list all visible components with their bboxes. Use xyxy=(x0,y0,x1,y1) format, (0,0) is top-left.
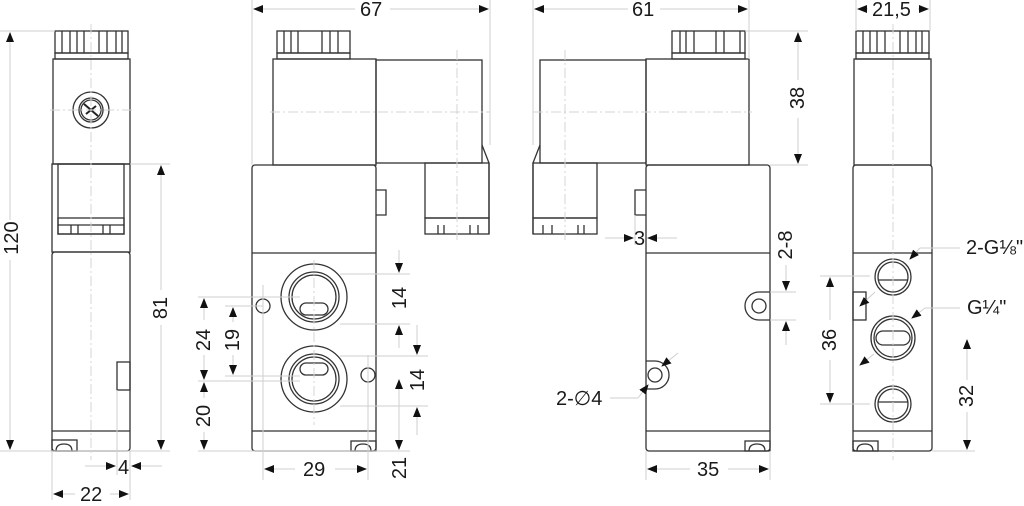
dim-21: 21 xyxy=(389,456,411,480)
right-side-view xyxy=(820,0,975,460)
dim-14-top: 14 xyxy=(389,286,411,310)
dim-3: 3 xyxy=(634,228,646,250)
dim-2-8: 2-8 xyxy=(775,230,797,260)
dim-4: 4 xyxy=(118,457,130,479)
front-view xyxy=(198,0,491,480)
left-side-view xyxy=(0,24,170,500)
dim-81: 81 xyxy=(150,296,172,320)
dim-67: 67 xyxy=(360,0,383,21)
dim-2-holes-4: 2-∅4 xyxy=(556,388,603,410)
dim-20: 20 xyxy=(193,404,215,428)
dim-24: 24 xyxy=(193,328,215,352)
dim-38: 38 xyxy=(787,86,809,110)
knurled-cap xyxy=(276,30,351,54)
mounting-hole xyxy=(647,367,663,383)
port-label-g18: 2-G⅛" xyxy=(966,237,1024,259)
dim-36: 36 xyxy=(819,328,841,352)
knurled-cap xyxy=(671,30,746,54)
valve-body xyxy=(645,164,771,452)
dim-120: 120 xyxy=(1,221,23,255)
rear-view xyxy=(532,0,808,480)
mounting-hole xyxy=(751,298,767,314)
dim-29: 29 xyxy=(303,459,326,481)
dim-14-mid: 14 xyxy=(407,368,429,392)
dim-21-5: 21,5 xyxy=(872,0,911,21)
port-label-g14: G¼" xyxy=(967,297,1007,319)
dim-32: 32 xyxy=(956,384,978,408)
dim-22: 22 xyxy=(80,484,103,506)
dim-61: 61 xyxy=(632,0,655,21)
dim-35: 35 xyxy=(697,459,720,481)
dim-19: 19 xyxy=(222,328,244,352)
